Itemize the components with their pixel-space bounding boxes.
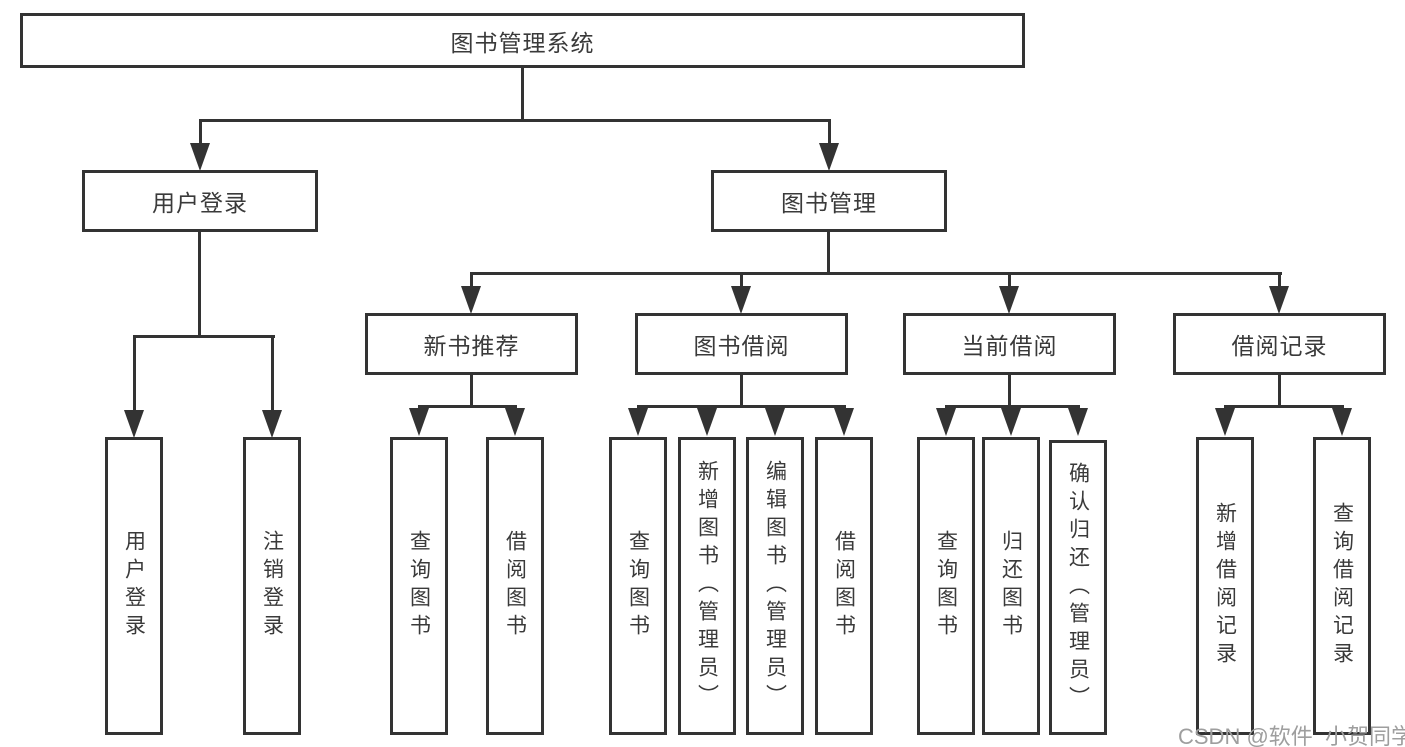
leaf-logout: 注销登录 [243, 437, 301, 735]
arrowhead-down-icon [936, 408, 956, 436]
leaf-query-borrow-record: 查询借阅记录 [1313, 437, 1371, 735]
arrowhead-down-icon [1332, 408, 1352, 436]
node-current-borrow: 当前借阅 [903, 313, 1116, 375]
arrowhead-down-icon [1001, 408, 1021, 436]
leaf-user-login: 用户登录 [105, 437, 163, 735]
connector-line [133, 335, 136, 417]
leaf-query-books-recommend: 查询图书 [390, 437, 448, 735]
node-label: 编辑图书（管理员） [763, 460, 787, 712]
node-label: 确认归还（管理员） [1066, 461, 1090, 714]
connector-line [1008, 272, 1011, 292]
connector-line [1278, 272, 1281, 292]
connector-line [740, 375, 743, 408]
connector-line [740, 272, 743, 292]
node-label: 查询图书 [626, 530, 650, 642]
node-label: 新增借阅记录 [1213, 502, 1237, 670]
leaf-confirm-return-admin: 确认归还（管理员） [1049, 440, 1107, 735]
arrowhead-down-icon [697, 408, 717, 436]
connector-line [199, 119, 202, 151]
node-label: 查询图书 [407, 530, 431, 642]
arrowhead-down-icon [628, 408, 648, 436]
connector-line [637, 405, 846, 408]
node-label: 图书管理 [781, 190, 877, 216]
connector-line [418, 405, 517, 408]
node-book-management-branch: 图书管理 [711, 170, 947, 232]
arrowhead-down-icon [834, 408, 854, 436]
connector-line [945, 405, 1080, 408]
node-label: 图书借阅 [693, 333, 790, 359]
arrowhead-down-icon [765, 408, 785, 436]
arrowhead-down-icon [1269, 286, 1289, 314]
leaf-edit-books-admin: 编辑图书（管理员） [746, 437, 804, 735]
node-label: 当前借阅 [961, 333, 1058, 359]
connector-line [521, 68, 524, 119]
node-label: 用户登录 [152, 190, 248, 216]
node-label: 注销登录 [260, 530, 284, 642]
leaf-add-borrow-record: 新增借阅记录 [1196, 437, 1254, 735]
leaf-add-books-admin: 新增图书（管理员） [678, 437, 736, 735]
node-book-borrow: 图书借阅 [635, 313, 848, 375]
leaf-query-books-borrow: 查询图书 [609, 437, 667, 735]
connector-line [199, 119, 831, 122]
node-label: 借阅记录 [1231, 333, 1328, 359]
node-borrow-records: 借阅记录 [1173, 313, 1386, 375]
connector-line [470, 375, 473, 408]
node-label: 借阅图书 [832, 530, 856, 642]
node-label: 图书管理系统 [450, 29, 595, 56]
connector-line [470, 272, 473, 292]
leaf-return-books: 归还图书 [982, 437, 1040, 735]
connector-line [1224, 405, 1344, 408]
node-label: 查询借阅记录 [1330, 502, 1354, 670]
connector-line [470, 272, 1282, 275]
arrowhead-down-icon [190, 143, 210, 171]
arrowhead-down-icon [999, 286, 1019, 314]
node-new-book-recommend: 新书推荐 [365, 313, 578, 375]
arrowhead-down-icon [461, 286, 481, 314]
node-label: 用户登录 [122, 530, 146, 642]
node-label: 查询图书 [934, 530, 958, 642]
arrowhead-down-icon [409, 408, 429, 436]
arrowhead-down-icon [731, 286, 751, 314]
node-user-login-branch: 用户登录 [82, 170, 318, 232]
connector-line [198, 232, 201, 338]
csdn-watermark: CSDN @软件_小贺同学 [1178, 724, 1405, 747]
connector-line [133, 335, 275, 338]
node-label: 新增图书（管理员） [695, 460, 719, 712]
arrowhead-down-icon [262, 410, 282, 438]
node-label: 新书推荐 [423, 333, 520, 359]
node-root-system: 图书管理系统 [20, 13, 1025, 68]
connector-line [827, 232, 830, 275]
arrowhead-down-icon [124, 410, 144, 438]
connector-line [1008, 375, 1011, 408]
connector-line [1278, 375, 1281, 408]
arrowhead-down-icon [819, 143, 839, 171]
leaf-borrow-books: 借阅图书 [815, 437, 873, 735]
node-label: 归还图书 [999, 530, 1023, 642]
node-label: 借阅图书 [503, 530, 527, 642]
leaf-borrow-books-recommend: 借阅图书 [486, 437, 544, 735]
arrowhead-down-icon [1215, 408, 1235, 436]
connector-line [828, 119, 831, 151]
connector-line [271, 335, 274, 417]
arrowhead-down-icon [1068, 408, 1088, 436]
leaf-query-books-current: 查询图书 [917, 437, 975, 735]
arrowhead-down-icon [505, 408, 525, 436]
